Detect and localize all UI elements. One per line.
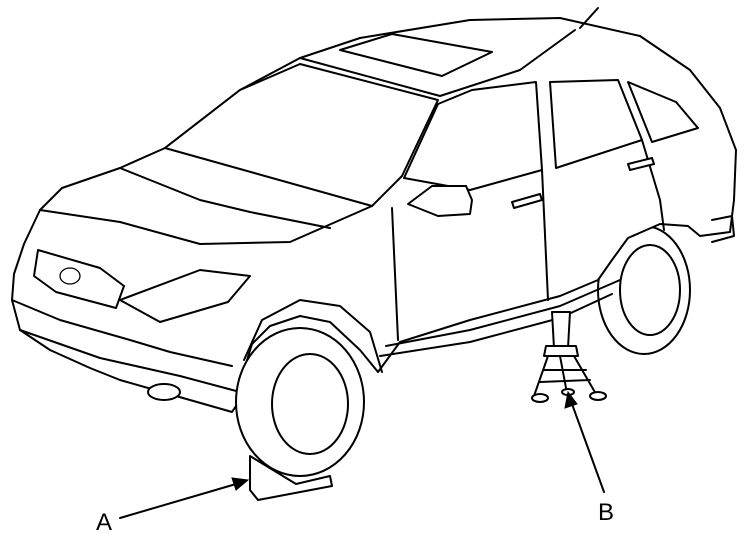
roof-line: [299, 29, 576, 97]
front-door-handle: [511, 193, 543, 209]
rocker-sill: [379, 279, 621, 357]
hood: [39, 167, 373, 245]
callout-label-b: B: [598, 499, 614, 526]
front-door-window: [403, 81, 543, 191]
leader-line-b: [564, 390, 605, 493]
rear-bumper: [711, 215, 735, 243]
leader-line-a: [119, 477, 250, 519]
jack-stand-icon: [531, 311, 607, 403]
rear-quarter-window: [627, 81, 699, 143]
car-icon: [11, 7, 737, 413]
front-bumper: [11, 299, 241, 393]
side-mirror: [407, 185, 473, 217]
fog-light: [147, 383, 181, 401]
front-wheel: [235, 327, 365, 477]
emblem: [59, 267, 81, 285]
front-wheel-arch: [243, 299, 383, 373]
callout-label-a: A: [96, 509, 112, 536]
headlight: [119, 269, 251, 323]
rear-door-handle: [627, 157, 655, 171]
antenna: [579, 7, 599, 29]
wheel-chock-icon: [249, 455, 333, 501]
sunroof: [339, 33, 493, 77]
